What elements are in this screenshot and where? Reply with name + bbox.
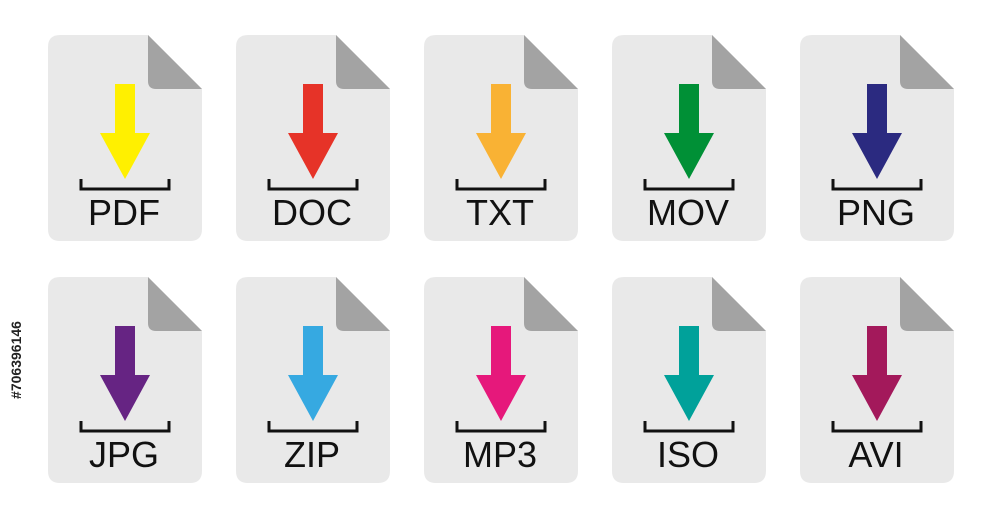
download-arrow (100, 84, 150, 179)
download-arrow-icon (800, 35, 954, 241)
download-arrow-icon (612, 277, 766, 483)
file-corner-fold (148, 277, 202, 331)
tray-bracket (831, 179, 923, 191)
tray-bracket (643, 179, 735, 191)
download-arrow (288, 326, 338, 421)
file-icon-jpg[interactable]: JPG (44, 275, 204, 485)
download-arrow-icon (48, 277, 202, 483)
file-corner-fold (900, 35, 954, 89)
download-arrow-icon (48, 35, 202, 241)
download-arrow-icon (612, 35, 766, 241)
download-arrow-icon (800, 277, 954, 483)
file-type-label: MP3 (462, 434, 538, 475)
tray-bracket (643, 421, 735, 433)
download-arrow (288, 84, 338, 179)
file-type-label: JPG (88, 434, 159, 475)
tray-bracket (267, 421, 359, 433)
file-icon-zip[interactable]: ZIP (232, 275, 392, 485)
file-icon-mp3[interactable]: MP3 (420, 275, 580, 485)
stock-id-watermark: #706396146 (4, 280, 28, 440)
download-arrow-icon (424, 35, 578, 241)
file-type-label: MOV (646, 192, 729, 233)
file-icon-pdf[interactable]: PDF (44, 33, 204, 243)
file-corner-fold (336, 35, 390, 89)
file-icon-avi[interactable]: AVI (796, 275, 956, 485)
download-arrow (664, 84, 714, 179)
file-corner-fold (712, 277, 766, 331)
download-arrow (476, 326, 526, 421)
download-arrow (476, 84, 526, 179)
file-type-label: PDF (88, 192, 160, 233)
file-type-label: TXT (466, 192, 534, 233)
file-icon-doc[interactable]: DOC (232, 33, 392, 243)
tray-bracket (79, 421, 171, 433)
file-corner-fold (336, 277, 390, 331)
file-corner-fold (524, 35, 578, 89)
file-icon-iso[interactable]: ISO (608, 275, 768, 485)
download-arrow (100, 326, 150, 421)
file-corner-fold (900, 277, 954, 331)
download-arrow-icon (424, 277, 578, 483)
download-arrow (852, 326, 902, 421)
file-type-label: ISO (656, 434, 719, 475)
file-icon-txt[interactable]: TXT (420, 33, 580, 243)
file-type-label: ZIP (283, 434, 340, 475)
file-icon-mov[interactable]: MOV (608, 33, 768, 243)
tray-bracket (267, 179, 359, 191)
file-type-label: PNG (836, 192, 915, 233)
stock-id-text: #706396146 (8, 321, 24, 399)
download-arrow-icon (236, 277, 390, 483)
file-icon-png[interactable]: PNG (796, 33, 956, 243)
tray-bracket (455, 179, 547, 191)
file-type-label: DOC (272, 192, 352, 233)
download-arrow (664, 326, 714, 421)
file-type-label: AVI (848, 434, 904, 475)
tray-bracket (831, 421, 923, 433)
tray-bracket (79, 179, 171, 191)
download-arrow-icon (236, 35, 390, 241)
tray-bracket (455, 421, 547, 433)
file-corner-fold (712, 35, 766, 89)
download-arrow (852, 84, 902, 179)
file-corner-fold (524, 277, 578, 331)
file-corner-fold (148, 35, 202, 89)
